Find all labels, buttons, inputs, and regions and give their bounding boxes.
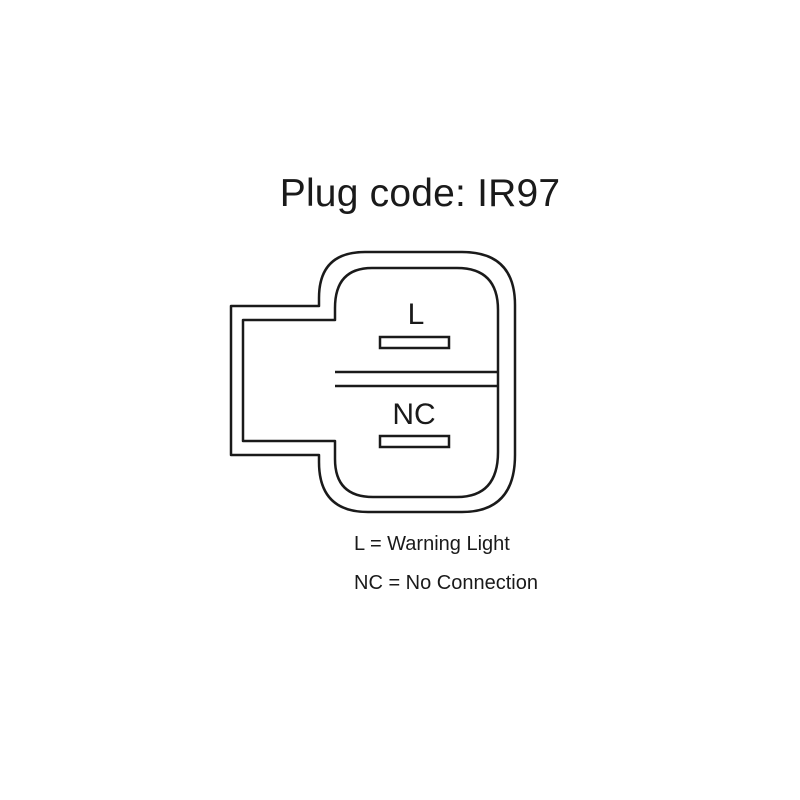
pin-terminal-nc — [378, 434, 451, 449]
legend-item-l: L = Warning Light — [354, 533, 510, 555]
pin-label-nc: NC — [392, 398, 436, 431]
pin-label-l: L — [407, 298, 425, 331]
pin-terminal-l — [378, 335, 451, 350]
connector-housing-inner — [241, 266, 500, 499]
diagram-title: Plug code: IR97 — [279, 172, 561, 215]
legend-item-nc: NC = No Connection — [354, 572, 538, 594]
connector-housing-outer — [229, 250, 517, 514]
